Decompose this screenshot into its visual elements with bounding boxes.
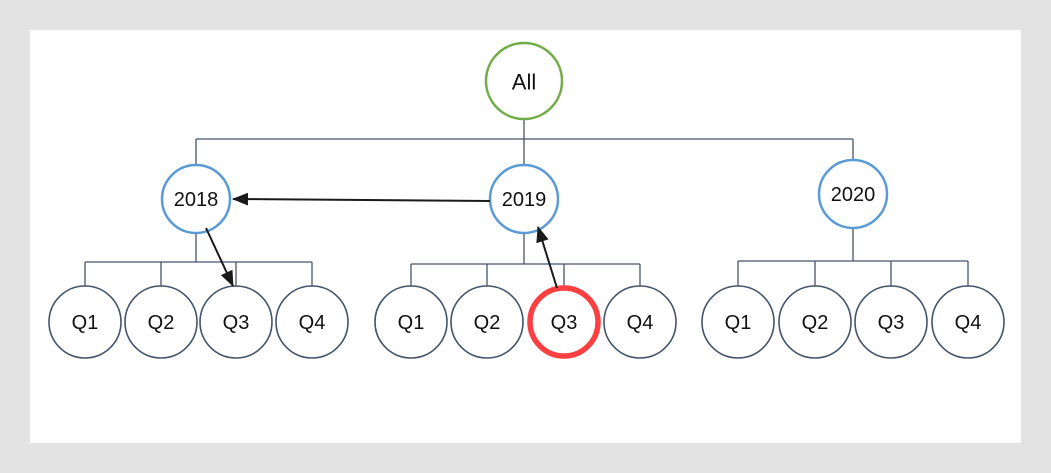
node-2020-Q4-circle[interactable]	[931, 285, 1005, 359]
arrow-2018-to-2018-q3	[205, 227, 234, 287]
arrow-2019-to-2018	[232, 192, 491, 206]
node-2020-Q3-circle[interactable]	[854, 285, 928, 359]
node-all-circle[interactable]	[484, 41, 564, 121]
node-2020-Q1-label: Q1	[725, 312, 752, 334]
node-2018-Q3[interactable]: Q3	[199, 285, 273, 359]
node-2020-Q1-circle[interactable]	[701, 285, 775, 359]
node-2020-Q3-label: Q3	[878, 312, 905, 334]
node-2020-Q2[interactable]: Q2	[778, 285, 852, 359]
node-2018-label: 2018	[174, 189, 219, 211]
node-2019-Q1-label: Q1	[398, 312, 425, 334]
annotation-arrows	[205, 192, 558, 289]
node-2020-Q2-circle[interactable]	[778, 285, 852, 359]
node-2018-Q2[interactable]: Q2	[124, 285, 198, 359]
node-2018-Q1[interactable]: Q1	[48, 285, 122, 359]
node-all[interactable]: All	[484, 41, 564, 121]
node-2019-Q2-label: Q2	[474, 312, 501, 334]
node-2020-Q3[interactable]: Q3	[854, 285, 928, 359]
node-2018-circle[interactable]	[160, 163, 232, 235]
node-2019-Q4[interactable]: Q4	[603, 285, 677, 359]
node-2019-Q1[interactable]: Q1	[374, 285, 448, 359]
node-2019-Q4-label: Q4	[627, 312, 654, 334]
node-2018-Q3-label: Q3	[223, 312, 250, 334]
node-2019-Q4-circle[interactable]	[603, 285, 677, 359]
node-2019-Q1-circle[interactable]	[374, 285, 448, 359]
node-2018-Q1-circle[interactable]	[48, 285, 122, 359]
arrow-2019-q3-to-2019	[536, 226, 558, 289]
node-2019-label: 2019	[502, 189, 547, 211]
node-2019-Q3-highlighted[interactable]: Q3	[527, 285, 601, 359]
node-all-label: All	[512, 70, 536, 95]
node-2018[interactable]: 2018	[160, 163, 232, 235]
node-2020-Q2-label: Q2	[802, 312, 829, 334]
node-2018-Q4[interactable]: Q4	[275, 285, 349, 359]
node-2019-Q2[interactable]: Q2	[450, 285, 524, 359]
node-2020[interactable]: 2020	[817, 158, 889, 230]
node-2019[interactable]: 2019	[488, 163, 560, 235]
node-2019-Q2-circle[interactable]	[450, 285, 524, 359]
node-2018-Q4-circle[interactable]	[275, 285, 349, 359]
node-2020-Q4[interactable]: Q4	[931, 285, 1005, 359]
node-2020-Q1[interactable]: Q1	[701, 285, 775, 359]
node-2018-Q4-label: Q4	[299, 312, 326, 334]
tree-connector-lines	[84, 119, 969, 288]
node-2020-Q4-label: Q4	[955, 312, 982, 334]
node-2019-Q3-highlighted-circle[interactable]	[527, 285, 601, 359]
node-2020-circle[interactable]	[817, 158, 889, 230]
node-2018-Q1-label: Q1	[72, 312, 99, 334]
node-2019-Q3-highlighted-label: Q3	[551, 312, 578, 334]
node-2018-Q3-circle[interactable]	[199, 285, 273, 359]
node-2018-Q2-label: Q2	[148, 312, 175, 334]
node-2019-circle[interactable]	[488, 163, 560, 235]
node-2018-Q2-circle[interactable]	[124, 285, 198, 359]
node-2020-label: 2020	[831, 184, 876, 206]
